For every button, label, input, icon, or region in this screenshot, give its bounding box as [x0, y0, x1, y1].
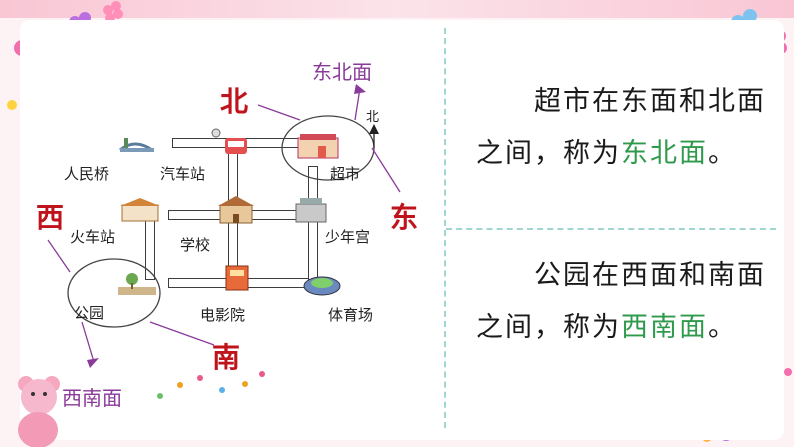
paragraph-text: 超市在东面和北面之间，称为 — [476, 86, 766, 169]
stadium-icon — [303, 276, 341, 296]
horizontal-divider — [446, 228, 776, 230]
highlight-term: 西 — [621, 312, 650, 343]
direction-south: 南 — [212, 341, 241, 374]
south-pointer-line — [149, 321, 215, 346]
bear-mascot-icon — [18, 376, 60, 447]
label-train-station: 火车站 — [70, 228, 116, 246]
label-school: 学校 — [180, 236, 211, 254]
paragraph-end: 。 — [708, 312, 737, 343]
compass-north-label: 北 — [366, 110, 380, 125]
northeast-arrowhead — [354, 84, 366, 94]
music-notes-icon — [157, 371, 265, 399]
corner-southwest: 西南面 — [62, 386, 122, 410]
northeast-arrow — [354, 87, 361, 121]
highlight-term: 北面 — [650, 138, 708, 169]
label-youth-palace: 少年宫 — [325, 228, 371, 246]
north-pointer-line — [257, 104, 301, 121]
paragraph-end: 。 — [708, 138, 737, 169]
park-icon — [118, 273, 156, 295]
label-cinema: 电影院 — [200, 306, 246, 324]
paragraph-text: 公园在西面和南面之间，称为 — [476, 260, 766, 343]
direction-west: 西 — [36, 201, 65, 234]
east-pointer-line — [371, 147, 401, 193]
paragraph-northeast: 超市在东面和北面之间，称为东北面。 — [476, 76, 776, 180]
top-decor-band — [0, 0, 794, 18]
direction-north: 北 — [220, 85, 249, 118]
park-circle — [67, 258, 161, 328]
cinema-icon — [225, 265, 249, 291]
highlight-term: 南面 — [650, 312, 708, 343]
paragraph-southwest: 公园在西面和南面之间，称为西南面。 — [476, 250, 776, 354]
vertical-divider — [444, 28, 446, 428]
youth-palace-icon — [295, 198, 327, 223]
label-supermarket: 超市 — [330, 165, 361, 183]
bus-stop-icon — [211, 128, 247, 154]
direction-east: 东 — [390, 201, 419, 234]
label-bridge: 人民桥 — [64, 165, 110, 183]
label-bus-station: 汽车站 — [160, 165, 206, 183]
bridge-icon — [119, 138, 154, 152]
label-park: 公园 — [74, 304, 105, 322]
label-stadium: 体育场 — [328, 306, 374, 324]
southwest-arrow — [81, 321, 95, 363]
corner-northeast: 东北面 — [312, 60, 372, 84]
dot-decor — [7, 100, 17, 110]
southwest-arrowhead — [87, 358, 99, 368]
school-icon — [218, 196, 254, 224]
supermarket-icon — [297, 134, 339, 159]
highlight-term: 东 — [621, 138, 650, 169]
dot-decor — [784, 368, 792, 376]
train-station-icon — [120, 198, 160, 222]
west-pointer-line — [47, 239, 71, 273]
compass-arrowhead — [369, 124, 379, 134]
